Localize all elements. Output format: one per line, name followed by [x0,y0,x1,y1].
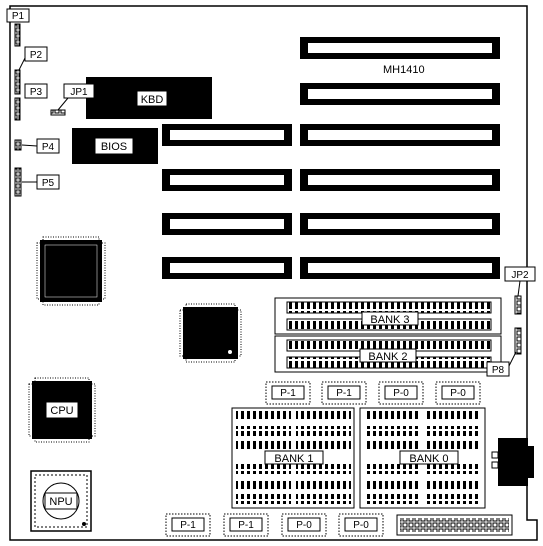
cpu-label: CPU [50,405,73,417]
expansion-slots [162,37,500,279]
parity-chips-bottom [165,513,384,537]
jumper-jp2 [514,295,522,315]
controller-chip [179,303,242,363]
label-p2-box [24,46,48,62]
parity-label: P-1 [180,520,196,531]
parity-label: P-1 [280,388,296,399]
label-p1-box [6,8,30,23]
npu-socket [30,470,92,532]
dram-bank-1 [231,407,355,509]
bank2-label: BANK 2 [368,351,407,363]
bank1-label: BANK 1 [274,453,313,465]
chipset-chip [36,236,106,306]
label-p1: P1 [12,11,25,22]
label-p5: P5 [42,178,55,189]
connector-p4 [14,139,22,151]
connector-p3 [14,97,21,121]
parity-label: P-0 [393,388,409,399]
parity-label: P-0 [296,520,312,531]
label-jp1-box [63,83,95,99]
parity-label: P-1 [336,388,352,399]
bios-label: BIOS [101,141,127,153]
label-jp1: JP1 [70,87,88,98]
label-p3-box [24,83,48,99]
keyboard-connector [491,438,534,486]
power-connector [396,514,513,536]
connector-p1 [14,23,21,47]
parity-label: P-0 [353,520,369,531]
connector-p8 [514,327,522,355]
label-p3: P3 [30,87,43,98]
kbd-label: KBD [141,94,164,106]
parity-chips-top [265,381,481,405]
simm-bank-2 [274,335,502,373]
cpu-chip [28,377,96,443]
bank0-label: BANK 0 [409,453,448,465]
jumper-jp1 [50,109,66,116]
parity-label: P-0 [450,388,466,399]
simm-bank-3 [274,297,502,335]
label-jp2: JP2 [511,270,529,281]
label-p2: P2 [30,50,43,61]
dram-bank-0 [359,407,486,509]
bank3-label: BANK 3 [370,314,409,326]
connector-p5 [14,167,22,197]
connector-p2 [14,69,21,95]
label-p4: P4 [42,142,55,153]
npu-label: NPU [49,496,72,508]
parity-label: P-1 [238,520,254,531]
board-model-label: MH1410 [383,64,425,76]
label-p8: P8 [492,365,505,376]
label-p8-box [486,361,510,377]
